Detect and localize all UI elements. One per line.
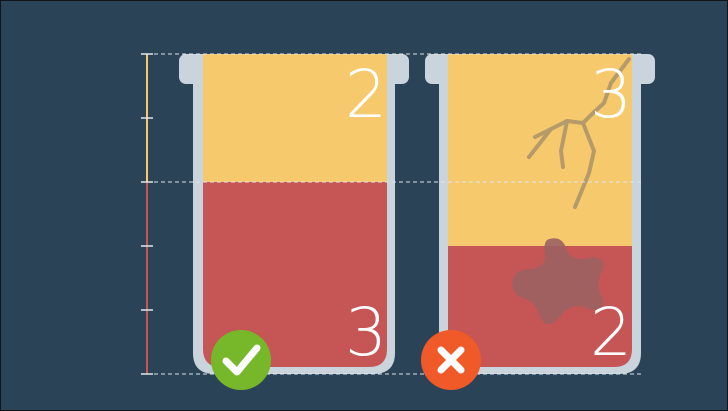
right-jar-bottom-number: 2 bbox=[590, 294, 632, 371]
cross-badge bbox=[421, 330, 481, 390]
right-jar: 3 2 bbox=[425, 54, 655, 374]
check-badge bbox=[211, 330, 271, 390]
measurement-scale bbox=[141, 54, 153, 374]
left-jar-top-number: 2 bbox=[345, 56, 387, 133]
left-jar: 2 3 bbox=[179, 54, 409, 374]
left-jar-bottom-number: 3 bbox=[345, 294, 387, 371]
right-jar-top-number: 3 bbox=[590, 56, 632, 133]
